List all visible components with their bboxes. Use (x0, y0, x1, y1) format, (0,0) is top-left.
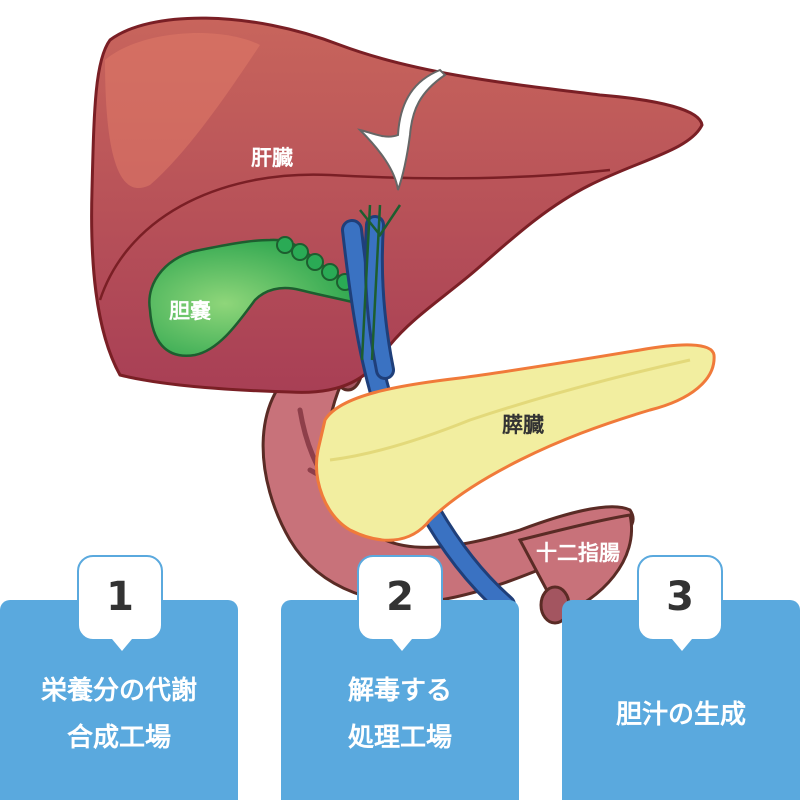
function-card-2-text: 解毒する 処理工場 (281, 668, 519, 762)
gallbladder (148, 236, 367, 358)
falciform-ligament (356, 68, 447, 191)
number-badge-3-text: 3 (666, 574, 694, 620)
pancreas-label: 膵臓 (502, 413, 544, 437)
function-card-1-line-1: 栄養分の代謝 (40, 676, 197, 706)
number-badge-2-text: 2 (386, 574, 414, 620)
number-badge-2: 2 (357, 555, 443, 651)
function-card-1-line-2: 合成工場 (66, 723, 171, 753)
function-card-2-line-1: 解毒する (347, 676, 452, 706)
function-card-1-text: 栄養分の代謝 合成工場 (0, 668, 238, 762)
function-card-2: 解毒する 処理工場 (281, 600, 519, 800)
number-badge-3: 3 (637, 555, 723, 651)
number-badge-1: 1 (77, 555, 163, 651)
function-card-3-text: 胆汁の生成 (562, 692, 800, 739)
liver-label: 肝臓 (251, 146, 293, 170)
gallbladder-label: 胆嚢 (169, 299, 212, 323)
duodenum-label: 十二指腸 (536, 541, 620, 565)
function-card-3-line-1: 胆汁の生成 (615, 700, 746, 730)
number-badge-1-text: 1 (106, 574, 134, 620)
pancreas (315, 343, 716, 542)
function-card-2-line-2: 処理工場 (347, 723, 452, 753)
